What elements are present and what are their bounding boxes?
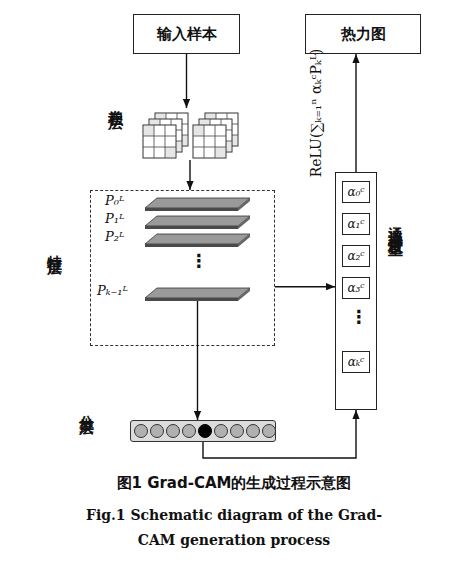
flow-arrow: [203, 410, 356, 458]
node-label: 热力图: [341, 25, 386, 44]
weight-vector: 通道梯度权重α₀ᶜα₁ᶜα₂ᶜα₃ᶜαₖᶜ: [335, 172, 377, 410]
node-label: α₀ᶜ: [347, 185, 364, 199]
conv-grid: [199, 119, 232, 152]
node-label: α₃ᶜ: [347, 281, 364, 295]
active-neuron: [199, 425, 212, 438]
neuron-circle: [135, 425, 148, 438]
feature-map: P₁ᴸ: [145, 216, 250, 229]
neuron-circle: [183, 425, 196, 438]
classification-layer: 分类层: [130, 420, 276, 442]
neuron-circle: [263, 425, 276, 438]
feature-plate: [145, 216, 250, 229]
neuron-circle: [215, 425, 228, 438]
conv-layer: 卷积层: [140, 108, 240, 160]
node-label: P₀ᴸ: [105, 193, 124, 208]
conv-grid: [205, 113, 238, 146]
node-label: α₂ᶜ: [347, 249, 364, 263]
neuron-circle: [167, 425, 180, 438]
weight-cell: α₁ᶜ: [342, 213, 370, 235]
node-label: P₁ᴸ: [105, 211, 124, 226]
node-label: 卷积层: [106, 98, 125, 107]
flow-arrow: [189, 160, 190, 190]
flow-arrow: [275, 286, 335, 287]
feature-plate: [145, 234, 250, 247]
neuron-circle: [231, 425, 244, 438]
feature-plate: [145, 288, 250, 301]
feature-plates: [145, 198, 250, 301]
flow-arrow: [197, 301, 198, 420]
english-caption: Fig.1 Schematic diagram of the Grad-CAM …: [69, 503, 399, 553]
conv-feature-maps: [143, 113, 238, 158]
weight-cell: αₖᶜ: [342, 351, 370, 373]
edge-formula: ReLU(∑ₖ₌₁ⁿ αₖᶜPₖᴸ): [308, 49, 324, 177]
weight-cell: α₃ᶜ: [342, 277, 370, 299]
node-label: 特征层: [45, 243, 64, 252]
feature-map: Pₖ₋₁ᴸ: [145, 288, 250, 301]
node-label: Pₖ₋₁ᴸ: [97, 283, 128, 298]
figure-caption: 图1 Grad-CAM的生成过程示意图: [0, 474, 468, 493]
node-label: P₂ᴸ: [105, 229, 124, 244]
ellipsis-mark: ⋮: [190, 250, 208, 271]
feature-layer: 特征层P₀ᴸP₁ᴸP₂ᴸPₖ₋₁ᴸ: [90, 190, 275, 346]
node-label: 通道梯度权重: [386, 215, 405, 233]
input-box: 输入样本: [133, 14, 240, 54]
conv-grid: [193, 125, 226, 158]
conv-grid: [155, 113, 188, 146]
feature-map: P₀ᴸ: [145, 198, 250, 211]
flow-arrow: [355, 54, 356, 172]
neuron-circle: [247, 425, 260, 438]
conv-grid: [143, 125, 176, 158]
feature-plate: [145, 198, 250, 211]
conv-grid: [149, 119, 182, 152]
neuron-circle: [151, 425, 164, 438]
feature-map: P₂ᴸ: [145, 234, 250, 247]
heatmap-box: 热力图: [305, 14, 421, 54]
class-neurons: [135, 425, 276, 438]
node-label: 分类层: [77, 403, 96, 412]
weight-cell: α₀ᶜ: [342, 181, 370, 203]
flow-arrow: [186, 54, 187, 108]
weight-cell: α₂ᶜ: [342, 245, 370, 267]
node-label: 输入样本: [157, 25, 217, 44]
node-label: α₁ᶜ: [347, 217, 364, 231]
node-label: αₖᶜ: [348, 355, 365, 369]
